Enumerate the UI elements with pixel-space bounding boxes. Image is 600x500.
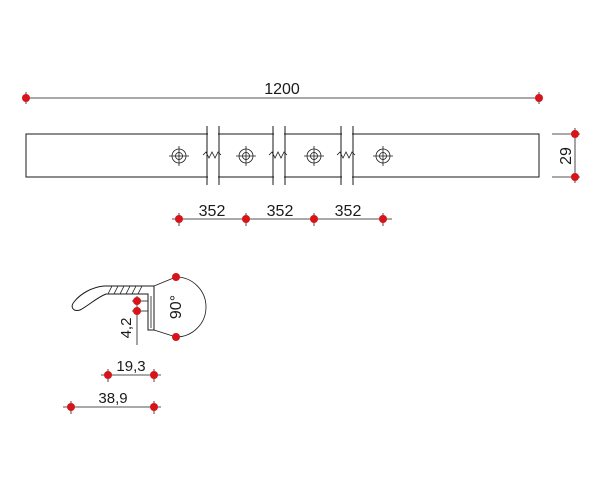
spacing-label: 352: [267, 203, 294, 220]
mounting-hole: [304, 146, 324, 166]
dimension-marker: [242, 215, 250, 223]
spacing-label: 352: [335, 203, 362, 220]
spacing-label: 352: [199, 203, 226, 220]
dimension-marker: [172, 333, 180, 341]
dimension-marker: [175, 215, 183, 223]
dimension-marker: [104, 371, 112, 379]
length-label: 1200: [264, 81, 300, 98]
outer-width-label: 38,9: [98, 390, 127, 407]
angle-label: 90°: [168, 295, 185, 319]
dimension-marker: [133, 297, 141, 305]
outer-width-dimension: 38,9: [63, 390, 161, 414]
break-mark: [336, 126, 356, 185]
dimension-marker: [172, 273, 180, 281]
angle-dimension: 90°: [153, 273, 207, 341]
dimension-marker: [571, 173, 579, 181]
dimension-marker: [379, 215, 387, 223]
dimension-marker: [535, 94, 543, 102]
thickness-label: 4,2: [118, 318, 135, 339]
mounting-hole: [236, 146, 256, 166]
handle-profile-side-view: [71, 285, 155, 331]
dimension-marker: [310, 215, 318, 223]
inner-width-dimension: 19,3: [101, 358, 161, 382]
dimension-marker: [133, 307, 141, 315]
dimension-marker: [571, 130, 579, 138]
break-mark: [202, 126, 222, 185]
dimension-marker: [150, 403, 158, 411]
length-dimension: 1200: [22, 81, 543, 104]
height-label: 29: [558, 147, 575, 165]
dimension-marker: [150, 371, 158, 379]
hole-spacing-dimension: 352 352 352: [172, 203, 392, 226]
inner-width-label: 19,3: [116, 358, 145, 375]
dimension-marker: [67, 403, 75, 411]
break-mark: [268, 126, 288, 185]
dimension-marker: [22, 94, 30, 102]
mounting-hole: [373, 146, 393, 166]
handle-bar-top-view: [25, 126, 540, 185]
mounting-hole: [169, 146, 189, 166]
thickness-dimension: 4,2: [118, 296, 148, 345]
height-dimension: 29: [552, 128, 580, 183]
